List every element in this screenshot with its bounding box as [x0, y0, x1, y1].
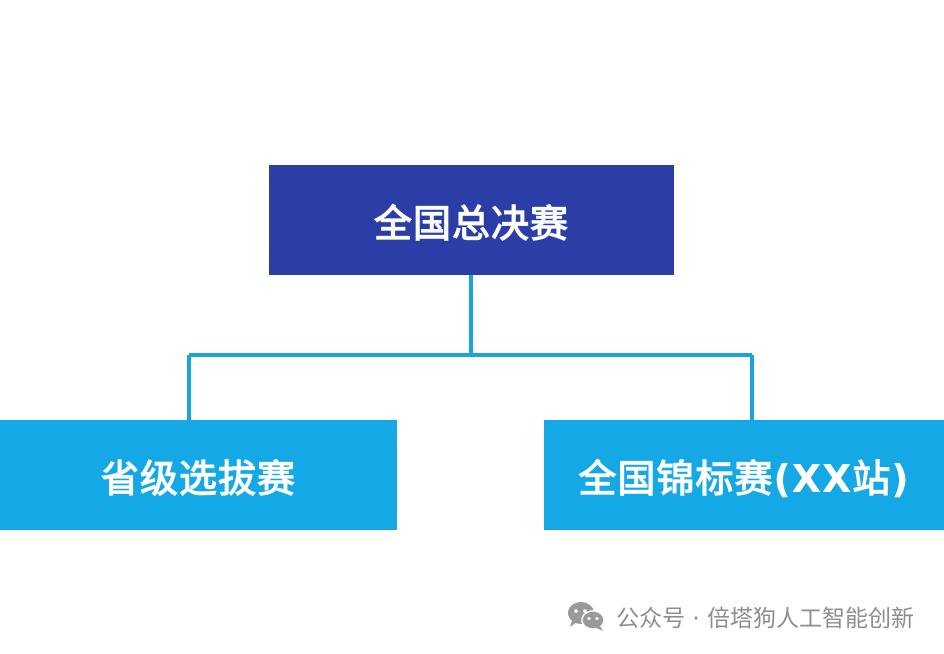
watermark-text: 公众号 · 倍塔狗人工智能创新: [616, 606, 914, 632]
node-national-championship: 全国锦标赛(XX站): [544, 420, 944, 530]
watermark: 公众号 · 倍塔狗人工智能创新: [566, 596, 914, 636]
wechat-icon: [568, 602, 605, 631]
node-national-final-label: 全国总决赛: [373, 201, 569, 246]
node-national-championship-label: 全国锦标赛(XX站): [578, 456, 910, 501]
node-national-final: 全国总决赛: [269, 165, 674, 275]
node-provincial-selection-label: 省级选拔赛: [100, 456, 296, 501]
node-provincial-selection: 省级选拔赛: [0, 420, 397, 530]
